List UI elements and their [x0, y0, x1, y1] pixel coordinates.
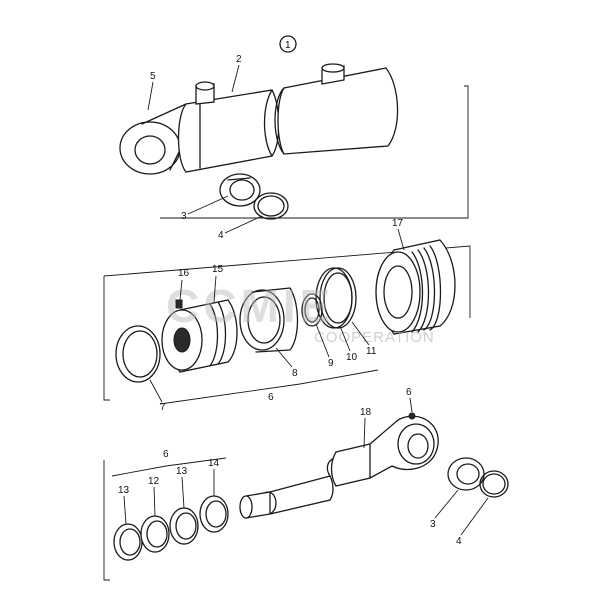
- circlip-bottom: [479, 470, 509, 498]
- svg-text:17: 17: [392, 218, 404, 229]
- svg-text:8: 8: [292, 368, 298, 379]
- guide-ring-8: [239, 287, 299, 353]
- svg-text:11: 11: [366, 346, 377, 357]
- sheet-number-badge: 1: [279, 35, 297, 53]
- section-boundaries: [103, 85, 471, 581]
- svg-text:12: 12: [148, 476, 160, 487]
- ccmie-watermark: CCMIE COOPERATION: [166, 280, 435, 346]
- svg-text:13: 13: [118, 485, 130, 496]
- cylinder-barrel: [119, 63, 399, 175]
- cylinder-head-17: [375, 239, 456, 335]
- svg-text:1: 1: [285, 40, 291, 51]
- svg-text:7: 7: [160, 402, 166, 413]
- svg-text:COOPERATION: COOPERATION: [314, 329, 435, 346]
- svg-text:9: 9: [328, 358, 334, 369]
- svg-text:3: 3: [430, 519, 436, 530]
- piston-15: [161, 299, 238, 373]
- seal-ring-7: [115, 325, 161, 383]
- bearing-top: [219, 173, 261, 207]
- svg-text:10: 10: [346, 352, 358, 363]
- svg-text:18: 18: [360, 407, 372, 418]
- svg-text:2: 2: [236, 54, 242, 65]
- seal-10-11: [315, 267, 357, 329]
- svg-text:15: 15: [212, 264, 224, 275]
- svg-text:16: 16: [178, 268, 190, 279]
- circlip-top: [253, 192, 289, 220]
- svg-text:CCMIE: CCMIE: [166, 280, 334, 332]
- svg-text:4: 4: [456, 536, 462, 547]
- svg-text:14: 14: [208, 458, 220, 469]
- svg-text:6: 6: [163, 449, 169, 460]
- svg-text:4: 4: [218, 230, 224, 241]
- rod-seals: [113, 495, 229, 561]
- svg-text:13: 13: [176, 466, 188, 477]
- svg-text:6: 6: [406, 387, 412, 398]
- piston-rod-18: [239, 412, 439, 519]
- svg-text:3: 3: [181, 211, 187, 222]
- svg-text:6: 6: [268, 392, 274, 403]
- bearing-bottom: [447, 457, 485, 491]
- svg-text:5: 5: [150, 71, 156, 82]
